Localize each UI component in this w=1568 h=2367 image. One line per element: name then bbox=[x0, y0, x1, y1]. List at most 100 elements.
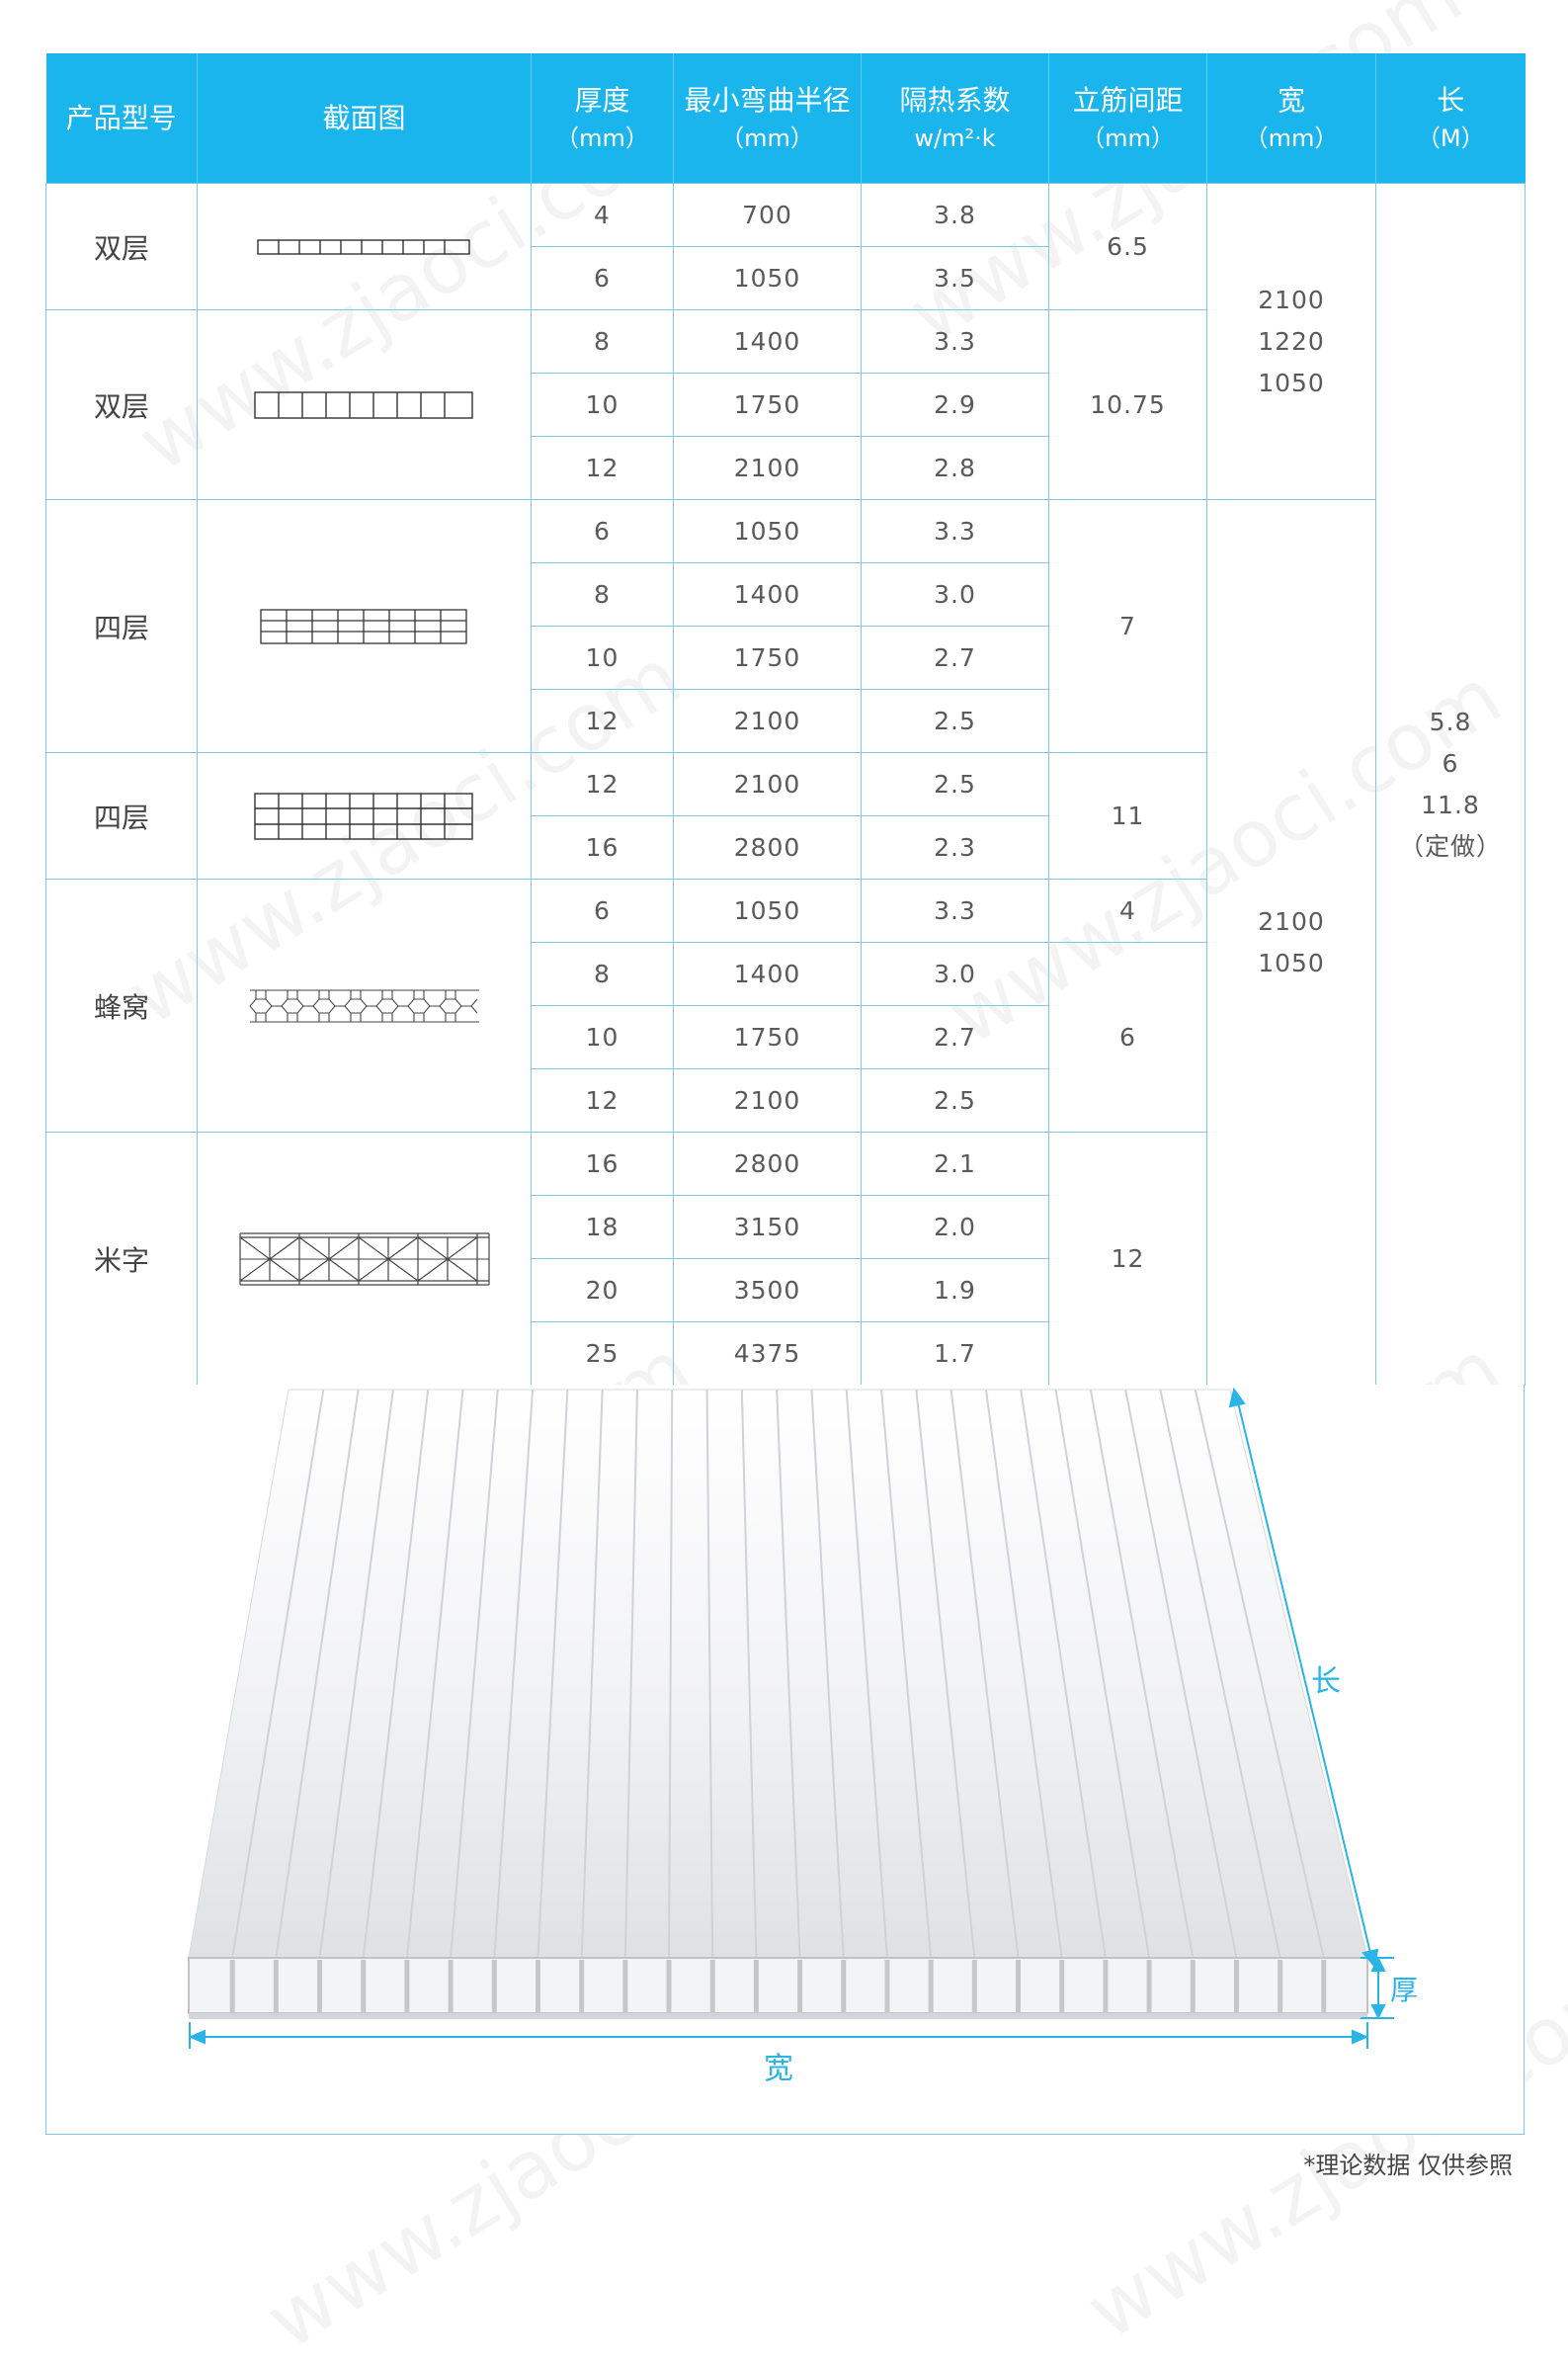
thickness-cell: 8 bbox=[531, 562, 674, 627]
header-bend-radius: 最小弯曲半径（mm） bbox=[673, 53, 862, 184]
u-value-cell: 2.7 bbox=[861, 1005, 1049, 1069]
thickness-cell: 12 bbox=[531, 752, 674, 816]
thickness-cell: 16 bbox=[531, 815, 674, 880]
radius-cell: 1050 bbox=[673, 499, 862, 563]
u-value-cell: 2.8 bbox=[861, 436, 1049, 500]
rib-spacing-cell: 12 bbox=[1048, 1132, 1207, 1386]
length-cell: 5.8 6 11.8 （定做） bbox=[1375, 183, 1526, 1386]
model-cell: 四层 bbox=[45, 499, 198, 753]
sheet-rib-line bbox=[1020, 1389, 1107, 1959]
u-value-cell: 2.7 bbox=[861, 626, 1049, 690]
thickness-cell: 12 bbox=[531, 689, 674, 753]
width-label: 宽 bbox=[764, 2052, 793, 2086]
rib-spacing-cell: 6.5 bbox=[1048, 183, 1207, 310]
radius-cell: 700 bbox=[673, 183, 862, 247]
header-length: 长（M） bbox=[1375, 53, 1526, 184]
honeycomb-section-icon bbox=[249, 988, 479, 1023]
thickness-cell: 6 bbox=[531, 246, 674, 310]
sheet-rib-line bbox=[580, 1389, 604, 1959]
thickness-cell: 6 bbox=[531, 499, 674, 563]
thickness-cell: 4 bbox=[531, 183, 674, 247]
section-diagram-honeycomb bbox=[197, 879, 532, 1133]
thickness-arrow bbox=[1361, 1956, 1394, 2020]
model-cell: 四层 bbox=[45, 752, 198, 880]
radius-cell: 2100 bbox=[673, 1068, 862, 1133]
sheet-rib-line bbox=[1194, 1389, 1325, 1959]
width-value: 2100 bbox=[1258, 906, 1325, 936]
sheet-edge-cells bbox=[229, 1960, 1327, 2013]
section-diagram-x-structure bbox=[197, 1132, 532, 1386]
u-value-cell: 1.7 bbox=[861, 1321, 1049, 1386]
thickness-cell: 12 bbox=[531, 1068, 674, 1133]
thickness-cell: 16 bbox=[531, 1132, 674, 1196]
sheet-rib-line bbox=[668, 1389, 674, 1959]
sheet-rib-line bbox=[845, 1389, 888, 1959]
twinwall-section-icon bbox=[256, 238, 470, 255]
table-row: 双层 4 700 3.8 6.5 2100 bbox=[45, 183, 1526, 1386]
model-cell: 蜂窝 bbox=[45, 879, 198, 1133]
width-value: 1050 bbox=[1258, 368, 1325, 397]
u-value-cell: 3.8 bbox=[861, 183, 1049, 247]
model-cell: 双层 bbox=[45, 183, 198, 310]
sheet-rib-line bbox=[275, 1389, 360, 1959]
sheet-rib-line bbox=[810, 1389, 845, 1959]
sheet-rib-line bbox=[362, 1389, 430, 1959]
sheet-rib-line bbox=[880, 1389, 933, 1959]
width-arrow bbox=[188, 2022, 1369, 2049]
table-row: 米字 16 2800 bbox=[45, 1132, 1526, 1386]
u-value-cell: 2.1 bbox=[861, 1132, 1049, 1196]
radius-cell: 1050 bbox=[673, 879, 862, 943]
thickness-cell: 8 bbox=[531, 309, 674, 374]
u-value-cell: 1.9 bbox=[861, 1258, 1049, 1322]
sheet-rib-line bbox=[493, 1389, 535, 1959]
u-value-cell: 2.5 bbox=[861, 1068, 1049, 1133]
table-row: 25 4375 1.7 bbox=[46, 1321, 1526, 1386]
radius-cell: 3150 bbox=[673, 1195, 862, 1259]
table-row: 10 1750 2.7 bbox=[46, 1005, 1526, 1069]
sheet-rib-line bbox=[450, 1389, 499, 1959]
table-row: 12 2100 2.8 bbox=[46, 436, 1526, 500]
radius-cell: 2100 bbox=[673, 689, 862, 753]
fourwall-thick-section-icon bbox=[253, 792, 473, 840]
radius-cell: 2100 bbox=[673, 436, 862, 500]
thickness-cell: 18 bbox=[531, 1195, 674, 1259]
header-model: 产品型号 bbox=[45, 53, 198, 184]
header-width: 宽（mm） bbox=[1206, 53, 1376, 184]
rib-spacing-cell: 10.75 bbox=[1048, 309, 1207, 500]
table-row: 10 1750 2.9 bbox=[46, 373, 1526, 437]
length-value: 5.8 bbox=[1429, 707, 1472, 736]
width-value: 2100 bbox=[1258, 285, 1325, 314]
u-value-cell: 2.5 bbox=[861, 752, 1049, 816]
sheet-illustration-panel: 长 厚 宽 bbox=[45, 1385, 1525, 2135]
sheet-rib-line bbox=[1159, 1389, 1281, 1959]
width-value: 1220 bbox=[1258, 326, 1325, 356]
radius-cell: 1400 bbox=[673, 309, 862, 374]
table-row: 四层 6 1050 3.3 7 2100 bbox=[45, 499, 1526, 1386]
sheet-rib-line bbox=[405, 1389, 464, 1959]
radius-cell: 1750 bbox=[673, 626, 862, 690]
sheet-rib-line bbox=[1054, 1389, 1151, 1959]
length-label: 长 bbox=[1311, 1664, 1341, 1699]
length-value: 11.8 bbox=[1421, 790, 1480, 819]
header-rib-spacing: 立筋间距（mm） bbox=[1048, 53, 1207, 184]
width-value: 1050 bbox=[1258, 948, 1325, 977]
model-cell: 双层 bbox=[45, 309, 198, 500]
width-cell: 2100 1220 1050 bbox=[1206, 183, 1376, 500]
radius-cell: 2800 bbox=[673, 1132, 862, 1196]
u-value-cell: 2.0 bbox=[861, 1195, 1049, 1259]
table-row: 16 2800 2.3 bbox=[46, 815, 1526, 880]
section-diagram-fourwall bbox=[197, 499, 532, 753]
model-cell: 米字 bbox=[45, 1132, 198, 1386]
u-value-cell: 3.3 bbox=[861, 879, 1049, 943]
sheet-rib-line bbox=[705, 1389, 714, 1959]
table-row: 8 1400 3.0 bbox=[46, 562, 1526, 627]
sheet-rib-line bbox=[1124, 1389, 1238, 1959]
sheet-rib-line bbox=[915, 1389, 976, 1959]
sheet-rib-line bbox=[740, 1389, 758, 1959]
rib-spacing-cell: 7 bbox=[1048, 499, 1207, 753]
u-value-cell: 3.0 bbox=[861, 562, 1049, 627]
sheet-rib-line bbox=[1089, 1389, 1195, 1959]
thickness-label: 厚 bbox=[1390, 1974, 1418, 2006]
radius-cell: 1750 bbox=[673, 373, 862, 437]
